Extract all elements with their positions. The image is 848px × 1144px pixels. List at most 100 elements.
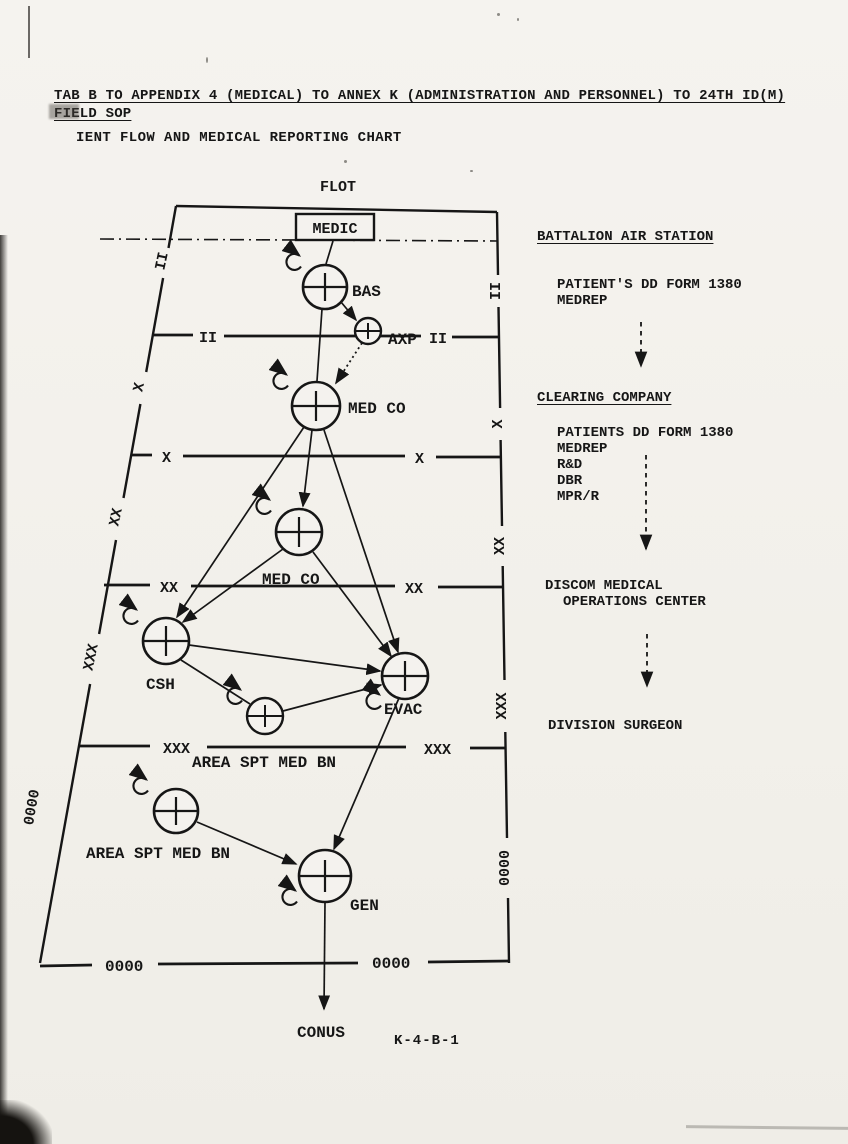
scan-speck xyxy=(470,170,473,172)
echelon-label-0000-right: 0000 xyxy=(372,955,410,973)
document-title-line1: TAB B TO APPENDIX 4 (MEDICAL) TO ANNEX K… xyxy=(54,88,786,104)
side-label-x-right: X xyxy=(490,419,507,428)
edge-asmb2-to-gen xyxy=(196,821,298,865)
node-area-spt-med-bn-small xyxy=(245,696,285,736)
scan-speck xyxy=(497,13,500,16)
page-number: K-4-B-1 xyxy=(394,1033,460,1049)
echelon-label-xxx-left: XXX xyxy=(163,741,190,758)
recycle-arrow-icon xyxy=(273,373,288,389)
bas-label: BAS xyxy=(352,283,381,301)
echelon-line-xx xyxy=(104,583,502,589)
node-axp xyxy=(353,316,383,346)
division-surgeon-label: DIVISION SURGEON xyxy=(548,718,683,734)
edge-evac-to-gen xyxy=(333,697,400,851)
node-bas xyxy=(301,263,349,311)
side-label-0000-left: 0000 xyxy=(21,788,44,826)
side-label-xxx-right: XXX xyxy=(494,692,511,719)
recycle-arrow-icon xyxy=(123,608,138,624)
echelon-label-ii-right: II xyxy=(429,331,447,348)
clearing-report-line-5: MPR/R xyxy=(557,489,600,505)
edge-plain-segments xyxy=(180,240,334,705)
node-med-co-1 xyxy=(290,380,342,432)
node-evac xyxy=(380,651,430,701)
node-csh xyxy=(141,616,191,666)
right-boundary-line xyxy=(495,211,511,964)
operational-boundaries xyxy=(38,204,511,968)
side-label-xxx-left: XXX xyxy=(80,642,102,672)
area-spt-med-bn-line-label: AREA SPT MED BN xyxy=(192,754,336,772)
evac-label: EVAC xyxy=(384,701,423,719)
edge-asmb-node-to-evac xyxy=(282,682,383,712)
echelon-line-xxx xyxy=(79,744,505,750)
scan-speck xyxy=(344,160,347,163)
csh-label: CSH xyxy=(146,676,175,694)
recycle-arrow-icon xyxy=(366,693,381,709)
side-label-0000-right: 0000 xyxy=(497,850,514,886)
echelon-label-xx-left: XX xyxy=(160,580,178,597)
edge-medco1-to-evac xyxy=(323,429,400,654)
clearing-report-line-3: R&D xyxy=(557,457,583,473)
flot-label: FLOT xyxy=(320,179,356,196)
scan-speck xyxy=(517,18,519,21)
side-label-x-left: X xyxy=(130,381,149,393)
axp-label: AXP xyxy=(388,331,417,349)
echelon-label-0000-left: 0000 xyxy=(105,958,143,976)
echelon-line-ii xyxy=(152,333,498,339)
med-co-2-label: MED CO xyxy=(262,571,320,589)
edge-csh-to-evac xyxy=(188,644,382,676)
medic-box: MEDIC xyxy=(294,212,376,242)
section-heading-clearing-company: CLEARING COMPANY xyxy=(537,390,672,406)
med-co-1-label: MED CO xyxy=(348,400,406,418)
edge-medco2-to-evac xyxy=(312,551,393,658)
area-spt-med-bn-unit-label: AREA SPT MED BN xyxy=(86,845,230,863)
clearing-report-line-4: DBR xyxy=(557,473,583,489)
clearing-report-line-1: PATIENTS DD FORM 1380 xyxy=(557,425,734,441)
bas-report-line-2: MEDREP xyxy=(557,293,608,309)
node-gen xyxy=(297,848,353,904)
side-label-ii-left: II xyxy=(152,251,172,272)
conus-label: CONUS xyxy=(297,1024,345,1042)
echelon-side-labels: II X XX XXX 0000 II X XX XXX 0000 xyxy=(21,251,514,886)
recycle-arrow-icon xyxy=(227,688,242,704)
echelon-label-ii-left: II xyxy=(199,330,217,347)
gen-label: GEN xyxy=(350,897,379,915)
discom-medical-line-1: DISCOM MEDICAL xyxy=(545,578,663,594)
edge-medco1-to-medco2 xyxy=(298,429,313,508)
echelon-line-x xyxy=(131,453,500,459)
edge-medco2-to-csh xyxy=(181,548,284,624)
discom-medical-line-2: OPERATIONS CENTER xyxy=(563,594,706,610)
left-boundary-line xyxy=(38,205,178,964)
medic-label: MEDIC xyxy=(312,221,357,238)
echelon-line-labels: II II X X XX XX XXX XXX 0000 0000 AREA S… xyxy=(105,330,451,976)
unit-nodes xyxy=(141,263,430,904)
recycle-arrow-icon xyxy=(133,778,148,794)
bas-report-line-1: PATIENT'S DD FORM 1380 xyxy=(557,277,742,293)
patient-flow-edges xyxy=(176,240,400,1011)
edge-axp-to-medco-dotted xyxy=(335,342,363,385)
document-title-line2: FIELD SOP xyxy=(54,106,132,122)
node-labels: BAS AXP MED CO MED CO CSH EVAC GEN AREA … xyxy=(86,283,423,1042)
echelon-label-xx-right: XX xyxy=(405,581,423,598)
echelon-label-x-right: X xyxy=(415,451,424,468)
clearing-report-line-2: MEDREP xyxy=(557,441,608,457)
recycle-arrow-icon xyxy=(282,889,297,905)
scan-artifact-bottom-left-corner xyxy=(0,1100,52,1144)
side-label-xx-left: XX xyxy=(106,507,126,528)
side-label-ii-right: II xyxy=(488,282,505,300)
edge-bas-to-axp xyxy=(340,301,358,322)
top-boundary-line xyxy=(175,204,498,214)
scan-artifact-smudge xyxy=(49,104,79,119)
node-med-co-2 xyxy=(274,507,324,557)
document-subtitle: IENT FLOW AND MEDICAL REPORTING CHART xyxy=(76,130,402,146)
scan-artifact-left-edge xyxy=(0,235,8,1144)
scan-artifact-top-left-mark xyxy=(28,6,30,58)
recycle-arrow-icon xyxy=(256,498,271,514)
echelon-label-xxx-right: XXX xyxy=(424,742,451,759)
scan-speck xyxy=(206,57,208,63)
section-heading-battalion-air-station: BATTALION AIR STATION xyxy=(537,229,714,245)
side-label-xx-right: XX xyxy=(492,537,509,555)
reporting-flow-arrows xyxy=(634,322,654,688)
node-area-spt-med-bn-2 xyxy=(152,787,200,835)
